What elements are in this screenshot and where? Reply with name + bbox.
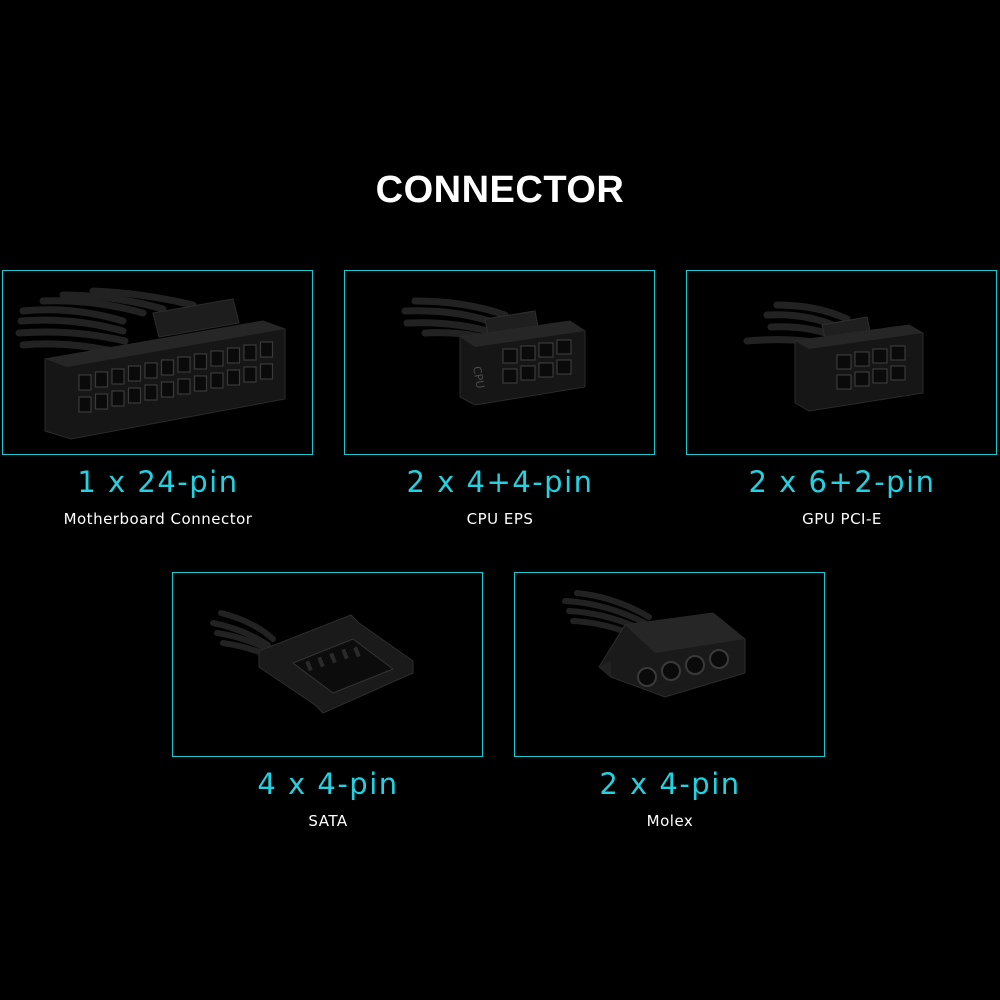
connector-pin <box>193 375 208 392</box>
connector-name: GPU PCI-E <box>802 510 882 528</box>
connector-pin <box>177 378 191 395</box>
connector-pin <box>259 341 274 358</box>
connector-pin <box>160 359 175 376</box>
connector-pin <box>127 387 142 404</box>
connector-count: 2 x 4+4-pin <box>406 465 594 499</box>
connector-pin <box>243 344 257 361</box>
connector-count: 1 x 24-pin <box>77 465 239 499</box>
connector-pin <box>127 365 142 382</box>
connector-pin <box>226 369 241 386</box>
connector-count: 2 x 4-pin <box>599 767 741 801</box>
connector-pin <box>78 374 92 391</box>
connector-name: SATA <box>308 812 348 830</box>
connector-pin <box>193 353 208 370</box>
connector-name: CPU EPS <box>466 510 534 528</box>
connector-image-frame <box>686 270 997 455</box>
connector-pin <box>94 393 109 410</box>
connector-name: Molex <box>646 812 694 830</box>
connector-pin <box>160 381 175 398</box>
connector-pin <box>144 384 158 401</box>
connector-image-frame <box>172 572 483 757</box>
cpu-eps-connector-icon: CPU <box>401 297 586 406</box>
connector-pin <box>210 350 224 367</box>
connector-image-frame <box>2 270 313 455</box>
page-title: CONNECTOR <box>375 169 625 211</box>
atx-24pin-connector-icon <box>15 287 286 440</box>
connector-pin <box>243 366 257 383</box>
connector-count: 2 x 6+2-pin <box>748 465 936 499</box>
connector-image-frame: CPU <box>344 270 655 455</box>
connector-pin <box>144 362 158 379</box>
molex-connector-icon <box>562 590 746 698</box>
connector-pin <box>177 356 191 373</box>
connector-pin <box>94 371 109 388</box>
connector-pin <box>226 347 241 364</box>
connector-pin <box>111 368 125 385</box>
pcie-connector-icon <box>743 301 924 412</box>
sata-connector-icon <box>210 610 414 714</box>
connector-pin <box>259 363 274 380</box>
connector-pin <box>210 372 224 389</box>
connector-image-frame <box>514 572 825 757</box>
cpu-housing-label: CPU <box>470 365 487 389</box>
connector-count: 4 x 4-pin <box>257 767 399 801</box>
connector-name: Motherboard Connector <box>63 510 253 528</box>
connector-pin <box>111 390 125 407</box>
connector-pin <box>78 396 92 413</box>
